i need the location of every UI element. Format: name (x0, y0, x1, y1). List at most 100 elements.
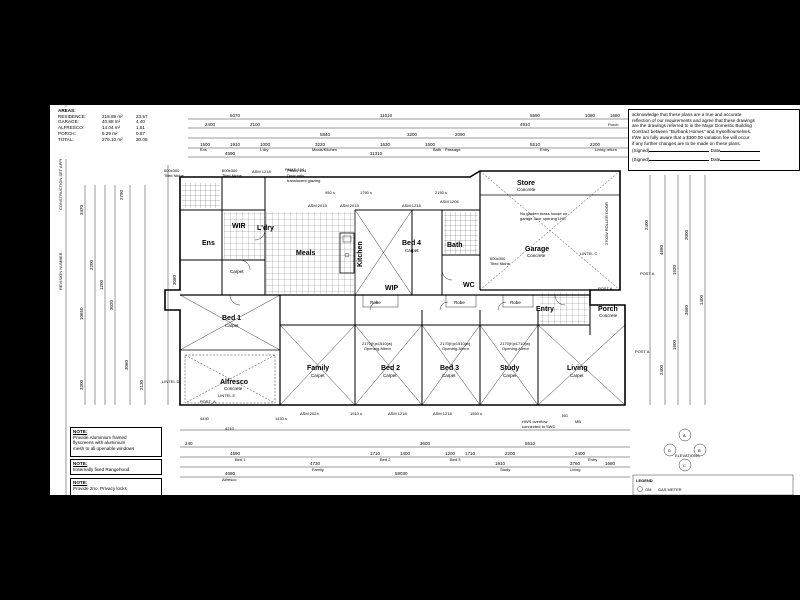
svg-text:2130: 2130 (139, 379, 144, 390)
svg-text:3660: 3660 (684, 304, 689, 315)
svg-text:1680: 1680 (605, 461, 616, 466)
svg-text:1400: 1400 (400, 451, 411, 456)
floor-plan: REVISION NUMBER : CONSTRUCTION SET APPRO… (58, 105, 794, 495)
svg-text:600x300: 600x300 (164, 168, 180, 173)
room-wir: WIR (232, 223, 246, 230)
svg-text:Carpet: Carpet (383, 373, 397, 378)
svg-text:2400: 2400 (659, 364, 664, 375)
svg-text:Opening-Mirror: Opening-Mirror (502, 346, 530, 351)
svg-text:ASM 2015: ASM 2015 (340, 203, 359, 208)
svg-text:Tiled Niche: Tiled Niche (222, 173, 243, 178)
svg-text:4590: 4590 (225, 151, 236, 156)
room-living: Living (567, 365, 588, 372)
svg-text:600x300: 600x300 (222, 168, 238, 173)
svg-text:LINTEL E: LINTEL E (218, 393, 236, 398)
svg-text:Carpet: Carpet (503, 373, 517, 378)
revision-label: REVISION NUMBER : (58, 250, 63, 290)
svg-text:5840: 5840 (320, 132, 331, 137)
svg-text:Tiled Niche: Tiled Niche (490, 261, 511, 266)
svg-text:2090: 2090 (455, 132, 466, 137)
svg-text:3060: 3060 (124, 359, 129, 370)
svg-text:3220: 3220 (315, 142, 326, 147)
svg-text:Carpet: Carpet (230, 269, 244, 274)
note-privacy-locks: NOTE: Provide 2no. Privacy locks (70, 478, 162, 495)
elevation-markers: A D B C ELEVATIONS (663, 428, 707, 472)
room-bed1: Bed 1 (222, 315, 241, 322)
room-bed4: Bed 4 (402, 240, 421, 247)
svg-text:4730: 4730 (310, 461, 321, 466)
svg-text:ASM 1218: ASM 1218 (252, 169, 271, 174)
svg-text:1550 s: 1550 s (470, 411, 482, 416)
room-garage: Garage (525, 246, 549, 253)
svg-text:1200: 1200 (99, 279, 104, 290)
svg-text:Concrete: Concrete (517, 187, 536, 192)
svg-text:POST_A: POST_A (200, 399, 216, 404)
svg-text:2200: 2200 (505, 451, 516, 456)
svg-text:Meals/Kitchen: Meals/Kitchen (312, 147, 337, 152)
bottom-dimensions: 240 4590 3600 5510 1710 1400 1200 1710 2… (180, 411, 630, 482)
legend: LEGEND GM GAS METER (632, 474, 794, 495)
svg-text:4680: 4680 (659, 244, 664, 255)
svg-text:5510: 5510 (525, 441, 536, 446)
svg-text:5070: 5070 (230, 113, 241, 118)
svg-text:3020: 3020 (109, 299, 114, 310)
svg-text:1430 s: 1430 s (275, 416, 287, 421)
svg-text:Carpet: Carpet (225, 323, 239, 328)
svg-text:ASM 2024: ASM 2024 (300, 411, 319, 416)
svg-text:1680: 1680 (610, 113, 621, 118)
svg-text:3080: 3080 (172, 274, 177, 285)
svg-text:PMAS 104: PMAS 104 (287, 168, 307, 173)
svg-text:ELEVATIONS: ELEVATIONS (675, 453, 700, 458)
room-entry: Entry (536, 306, 554, 313)
svg-text:POST A: POST A (635, 349, 650, 354)
svg-text:1600: 1600 (672, 339, 677, 350)
room-kitchen: Kitchen (357, 241, 364, 267)
room-alfresco: Alfresco (220, 379, 248, 386)
svg-text:Bed 1: Bed 1 (235, 457, 246, 462)
areas-heading: AREAS: (58, 108, 76, 113)
svg-text:A: A (683, 433, 686, 438)
svg-text:Carpet: Carpet (570, 373, 584, 378)
svg-text:LEGEND: LEGEND (636, 478, 653, 483)
svg-text:3300: 3300 (79, 379, 84, 390)
svg-text:Carpet: Carpet (405, 248, 419, 253)
svg-text:HWS overflow: HWS overflow (522, 419, 547, 424)
svg-text:Living: Living (570, 467, 580, 472)
entry-tiles (540, 292, 588, 324)
svg-text:2400: 2400 (644, 219, 649, 230)
svg-text:2200: 2200 (590, 142, 601, 147)
svg-text:GAS METER: GAS METER (658, 487, 682, 492)
svg-text:Concrete: Concrete (599, 313, 618, 318)
svg-text:4680: 4680 (225, 471, 236, 476)
svg-text:Porch: Porch (608, 122, 618, 127)
svg-text:2000: 2000 (684, 229, 689, 240)
robe-bed2 (362, 294, 399, 308)
svg-text:1910: 1910 (230, 142, 241, 147)
svg-text:Study: Study (500, 467, 510, 472)
room-bed2: Bed 2 (381, 365, 400, 372)
room-study: Study (500, 365, 520, 372)
svg-text:5590: 5590 (530, 113, 541, 118)
svg-text:Robe: Robe (370, 300, 381, 305)
note-flyscreens: NOTE: Provide Aluminium framed flyscreen… (70, 427, 162, 457)
svg-text:1080: 1080 (585, 113, 596, 118)
svg-text:ASM 1218: ASM 1218 (433, 411, 452, 416)
svg-text:Carpet: Carpet (442, 373, 456, 378)
svg-text:2170(h)x1710(w): 2170(h)x1710(w) (500, 341, 531, 346)
svg-text:1200: 1200 (445, 451, 456, 456)
construction-label: CONSTRUCTION SET APPROVE (58, 148, 63, 210)
svg-text:3600: 3600 (420, 441, 431, 446)
svg-text:Opening-Mirror: Opening-Mirror (364, 346, 392, 351)
svg-text:2790: 2790 (119, 189, 124, 200)
svg-text:2200: 2200 (89, 259, 94, 270)
svg-text:2400: 2400 (205, 122, 216, 127)
svg-text:GM: GM (645, 487, 651, 492)
svg-text:950 s: 950 s (325, 190, 335, 195)
room-family: Family (307, 365, 329, 372)
svg-text:Bed 3: Bed 3 (450, 457, 461, 462)
svg-text:ASM 1206: ASM 1206 (440, 199, 459, 204)
svg-text:LINTEL C: LINTEL C (580, 251, 598, 256)
